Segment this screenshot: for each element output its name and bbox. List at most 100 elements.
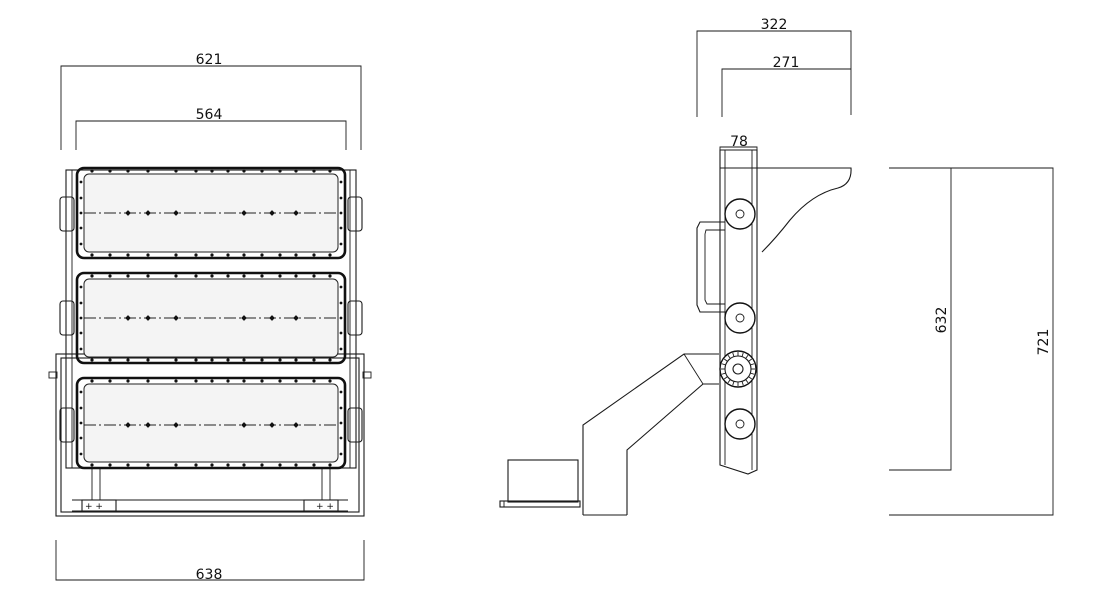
rivet xyxy=(312,169,316,173)
rivet xyxy=(328,169,332,173)
rivet xyxy=(312,253,316,257)
rivet xyxy=(90,463,94,467)
rivet xyxy=(339,436,343,440)
side-bracket-arm xyxy=(582,353,719,516)
rivet xyxy=(328,253,332,257)
rivet xyxy=(194,274,198,278)
rivet xyxy=(242,253,246,257)
rivet xyxy=(339,406,343,410)
adjuster-tooth xyxy=(727,379,731,384)
lens-marker xyxy=(241,315,247,321)
rivet xyxy=(108,379,112,383)
lens-marker xyxy=(269,422,275,428)
rivet xyxy=(226,379,230,383)
front-view: 621 564 638 + + + + xyxy=(48,52,372,583)
rivet xyxy=(146,253,150,257)
rivet xyxy=(79,436,83,440)
rivet xyxy=(108,169,112,173)
rivet xyxy=(242,379,246,383)
rivet xyxy=(79,316,83,320)
led-panel-3 xyxy=(75,376,347,470)
side-knobs xyxy=(48,196,372,443)
rivet xyxy=(79,390,83,394)
rivet xyxy=(126,253,130,257)
rivet xyxy=(79,285,83,289)
rivet xyxy=(339,331,343,335)
dim-label-564: 564 xyxy=(196,107,223,123)
rivet xyxy=(108,253,112,257)
adjuster-tooth xyxy=(727,354,731,359)
rivet xyxy=(339,347,343,351)
dim-label-632: 632 xyxy=(934,307,950,334)
adjuster-tooth xyxy=(723,376,728,380)
adjuster-tooth xyxy=(750,372,755,375)
rivet xyxy=(146,169,150,173)
rivet xyxy=(108,358,112,362)
rivet xyxy=(210,253,214,257)
rivet xyxy=(339,301,343,305)
lens-marker xyxy=(269,315,275,321)
rivet xyxy=(79,331,83,335)
rivet xyxy=(79,301,83,305)
adjuster-tooth xyxy=(745,354,749,359)
dim-label-78: 78 xyxy=(730,134,748,150)
rivet xyxy=(126,274,130,278)
driver-box xyxy=(499,459,581,508)
rivet xyxy=(294,169,298,173)
dimension-height-outer: 721 xyxy=(889,167,1054,516)
rivet xyxy=(339,180,343,184)
rivet xyxy=(194,463,198,467)
adjuster-tooth xyxy=(721,372,726,375)
rivet xyxy=(174,358,178,362)
rivet xyxy=(194,253,198,257)
dim-label-621: 621 xyxy=(196,52,223,68)
rivet xyxy=(174,274,178,278)
rivet xyxy=(328,463,332,467)
rivet xyxy=(242,274,246,278)
adjuster-tooth xyxy=(721,363,726,366)
rivet xyxy=(339,390,343,394)
lens-marker xyxy=(125,210,131,216)
rivet xyxy=(174,463,178,467)
rivet xyxy=(108,463,112,467)
rivet xyxy=(126,169,130,173)
rivet xyxy=(210,274,214,278)
adjuster-tooth xyxy=(723,358,728,362)
rivet xyxy=(226,274,230,278)
rivet xyxy=(210,379,214,383)
rivet xyxy=(328,274,332,278)
svg-text:+ +: + + xyxy=(85,502,103,512)
lens-marker xyxy=(173,210,179,216)
rivet xyxy=(90,169,94,173)
rivet xyxy=(242,463,246,467)
lens-marker xyxy=(293,422,299,428)
rivet xyxy=(278,358,282,362)
rivet xyxy=(294,253,298,257)
side-knob-1 xyxy=(724,198,756,230)
lens-marker xyxy=(125,315,131,321)
rivet xyxy=(90,379,94,383)
rivet xyxy=(210,358,214,362)
rivet xyxy=(339,226,343,230)
dimension-side-outer: 322 xyxy=(696,17,852,117)
rivet xyxy=(146,379,150,383)
lens-marker xyxy=(173,315,179,321)
top-wedge-bracket xyxy=(757,167,852,253)
rivet xyxy=(260,253,264,257)
rivet xyxy=(294,358,298,362)
rivet xyxy=(278,169,282,173)
adjuster-tooth xyxy=(750,363,755,366)
rivet xyxy=(79,196,83,200)
lens-marker xyxy=(145,210,151,216)
rivet xyxy=(90,253,94,257)
rivet xyxy=(79,421,83,425)
rivet xyxy=(194,169,198,173)
adjuster-tooth xyxy=(732,381,735,386)
rivet xyxy=(174,379,178,383)
rivet xyxy=(312,358,316,362)
rivet xyxy=(126,358,130,362)
rivet xyxy=(79,406,83,410)
rivet xyxy=(339,211,343,215)
dim-label-271: 271 xyxy=(773,55,800,71)
